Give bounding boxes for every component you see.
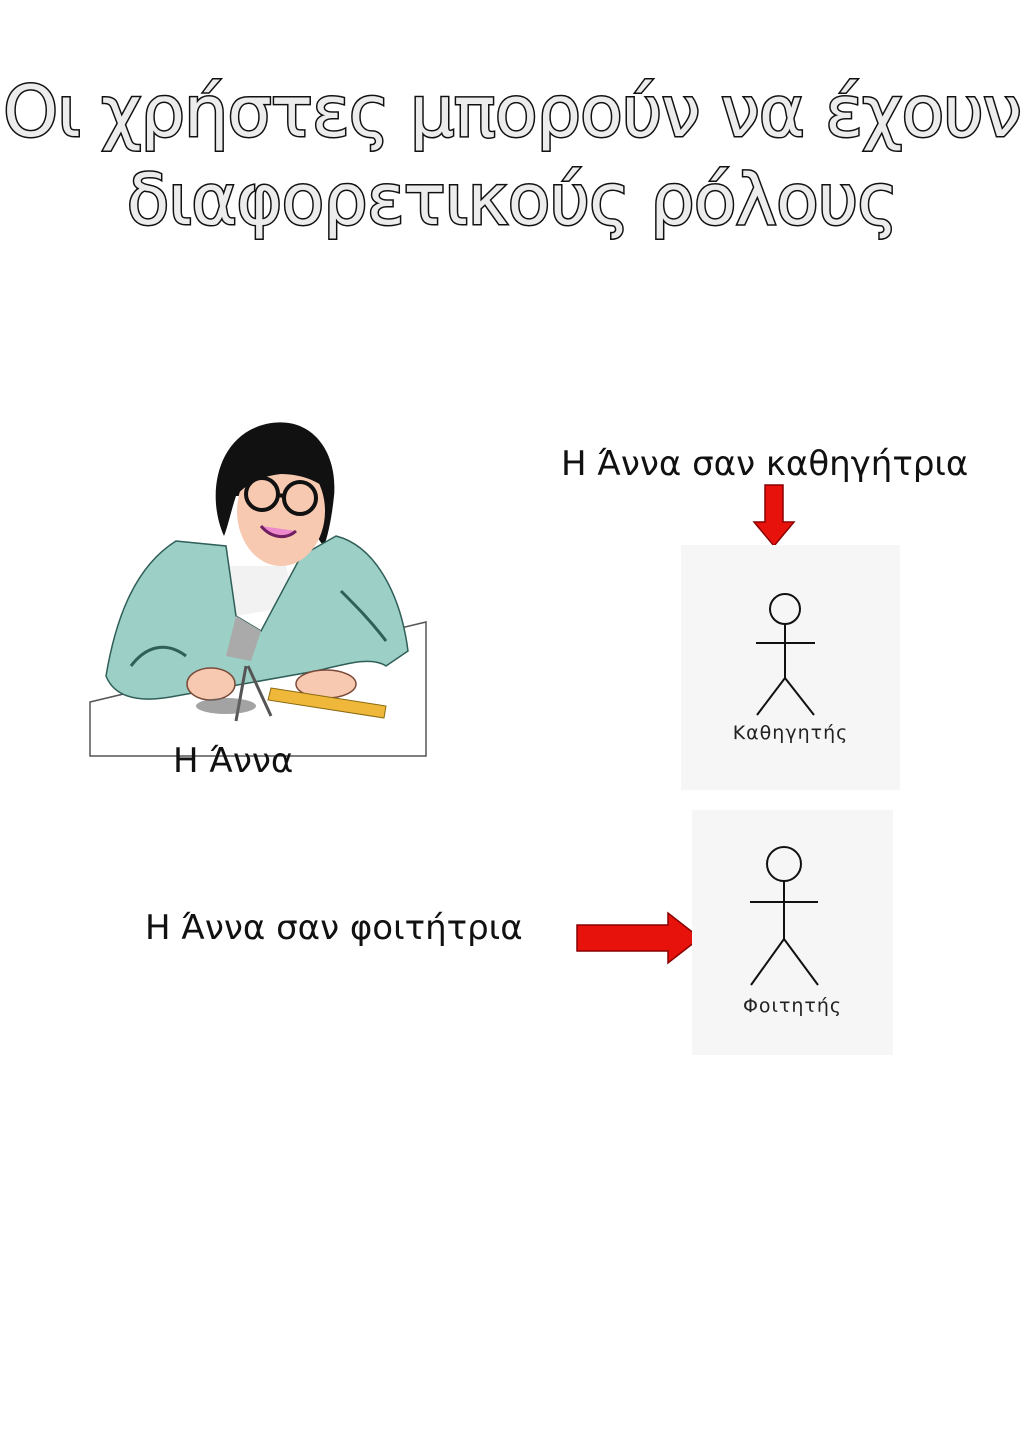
teacher-role-label: Η Άννα σαν καθηγήτρια	[561, 444, 969, 484]
teacher-drafting-clipart	[89, 422, 427, 757]
arrow-right-icon	[576, 911, 702, 965]
slide-title-line-2: διαφορετικούς ρόλους	[125, 158, 900, 243]
ruler	[267, 687, 387, 719]
person-name-label: Η Άννα	[173, 741, 294, 781]
student-actor-name: Φοιτητής	[742, 995, 843, 1017]
stick-figure-icon	[756, 593, 815, 716]
stick-figure-icon	[750, 846, 819, 986]
arrow-down-icon	[752, 484, 796, 548]
jacket	[105, 535, 409, 700]
teacher-actor-name: Καθηγητής	[732, 722, 849, 744]
student-actor-box: Φοιτητής	[692, 810, 893, 1055]
teacher-actor-box: Καθηγητής	[681, 545, 900, 790]
slide-title-line-1: Οι χρήστες μπορούν να έχουν	[2, 70, 1024, 155]
student-role-label: Η Άννα σαν φοιτήτρια	[145, 908, 523, 948]
slide-title: Οι χρήστες μπορούν να έχουν διαφορετικού…	[0, 68, 1024, 244]
glasses	[244, 476, 318, 516]
